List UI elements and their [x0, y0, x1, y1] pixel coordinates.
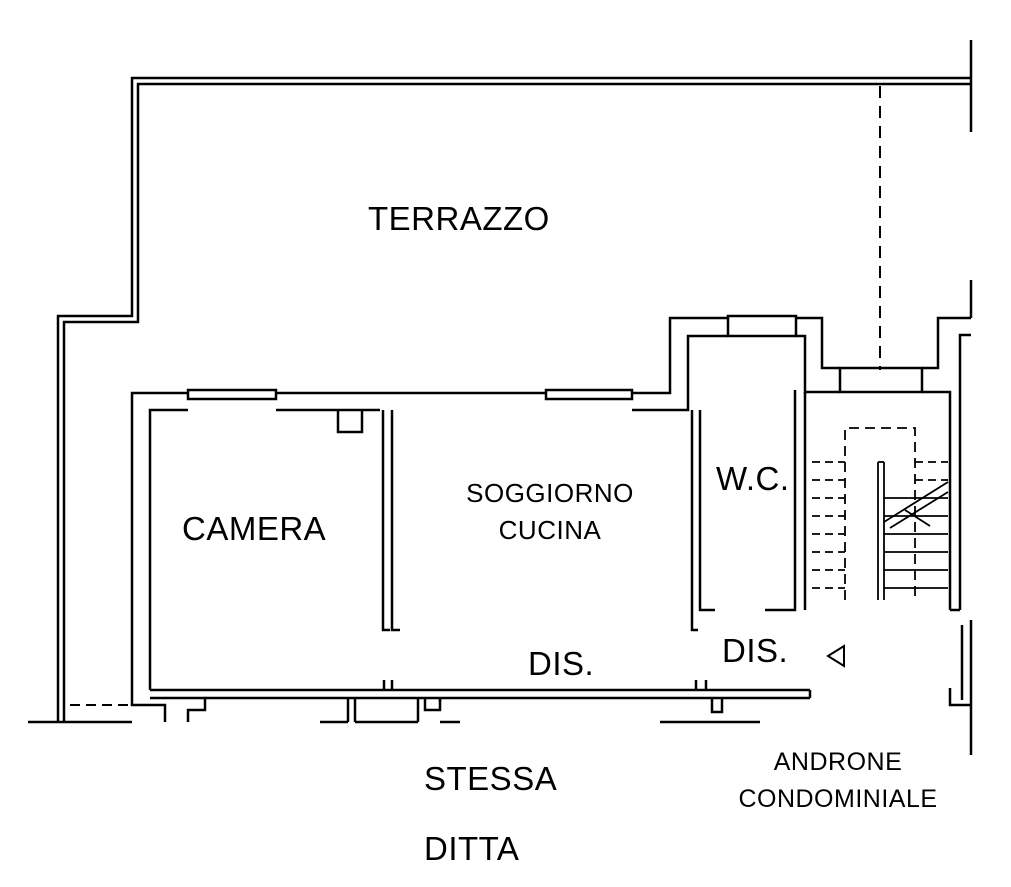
terrace-boundary — [56, 76, 972, 722]
label-ditta: DITTA — [424, 830, 520, 867]
label-stessa: STESSA — [424, 760, 558, 797]
apartment-bottom-wall — [130, 680, 812, 724]
label-androne-line1: ANDRONE — [773, 748, 903, 776]
ground-line — [28, 704, 132, 724]
room-label-soggiorno-line2: CUCINA — [498, 515, 602, 545]
room-label-dis-left: DIS. — [528, 645, 595, 682]
room-label-wc: W.C. — [716, 460, 790, 497]
partition-walls — [381, 390, 807, 632]
room-label-dis-right: DIS. — [722, 632, 789, 669]
wall-notch — [336, 410, 364, 434]
room-label-soggiorno-line1: SOGGIORNO — [466, 478, 634, 508]
stairwell — [812, 427, 949, 600]
label-androne-condominiale: ANDRONE CONDOMINIALE — [720, 748, 956, 814]
room-label-soggiorno: SOGGIORNO CUCINA — [450, 478, 650, 546]
label-androne-line2: CONDOMINIALE — [738, 785, 938, 813]
room-label-terrazzo: TERRAZZO — [368, 200, 550, 237]
room-label-camera: CAMERA — [182, 510, 327, 547]
androne-walls — [948, 333, 971, 707]
entrance-arrow-icon — [826, 644, 845, 668]
